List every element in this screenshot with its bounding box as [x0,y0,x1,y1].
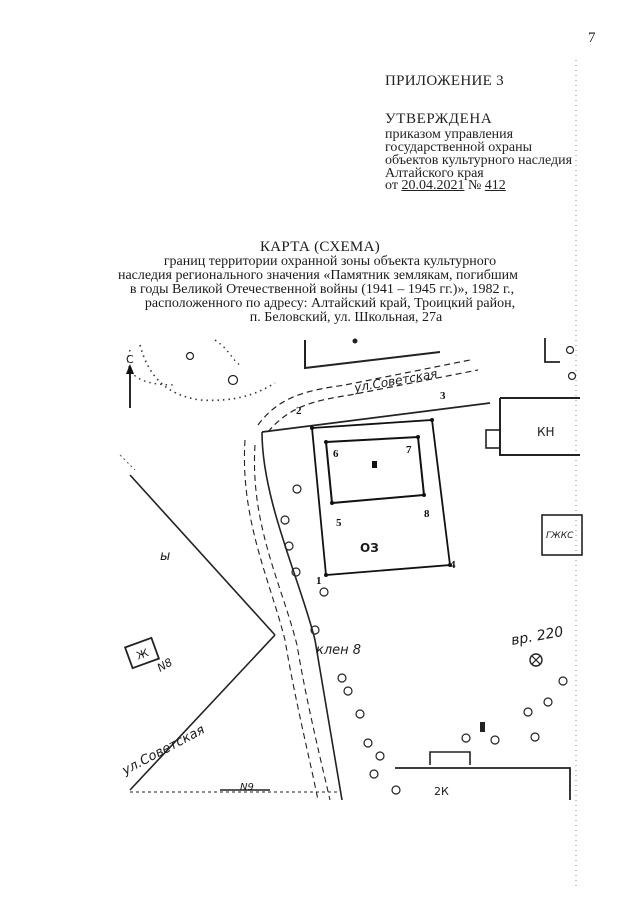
small-object-icon [480,722,485,732]
tree-icon [343,686,353,696]
building-kn [499,397,580,456]
building-2k [395,767,571,800]
tree-icon [337,673,347,683]
tree-icon [355,709,365,719]
tree-icon [558,676,568,686]
approved-title: УТВЕРЖДЕНА [385,111,493,127]
tree-icon [375,751,385,761]
street-edge [243,439,319,801]
building-outline [304,340,441,370]
tree-icon [543,697,553,707]
approval-date: 20.04.2021 [401,178,465,193]
monument-icon [372,461,377,468]
street-edge [267,369,479,433]
street-label-top: ул.Советская [352,367,438,396]
tree-label: вр. 220 [510,624,565,649]
approval-line: объектов культурного наследия [385,153,573,168]
point-label: 6 [333,448,339,460]
tree-icon [369,769,379,779]
tree-icon [490,735,500,745]
partial-label: ГЖКС [546,531,574,541]
date-prefix: от [385,178,398,193]
tree-icon [227,374,239,386]
street-edge [253,444,331,801]
tree-marker-icon [529,653,543,667]
street-label-bottom: ул.Советская [119,722,208,779]
approval-line: Алтайского края [385,166,484,181]
map-description-line: расположенного по адресу: Алтайский край… [144,296,516,311]
building-zh [123,636,161,670]
house-number: N9 [240,782,254,793]
map-description-line: наследия регионального значения «Памятни… [117,268,519,283]
map-description-line: в годы Великой Отечественной войны (1941… [129,282,515,297]
tree-icon [567,371,577,381]
tree-icon [292,484,302,494]
point-label: 7 [406,444,412,456]
point-label: 5 [336,517,342,529]
point-label: 8 [424,508,430,520]
approval-date-line: от 20.04.2021 № 412 [385,178,506,193]
building-2k-label: 2К [434,785,449,798]
approval-number: 412 [484,178,506,193]
zone-label: ОЗ [360,541,379,555]
appendix-title: ПРИЛОЖЕНИЕ 3 [385,73,504,89]
map-description-line: границ территории охранной зоны объекта … [163,254,497,269]
tree-icon [280,515,290,525]
building-zh-label: Ж [135,646,151,662]
point-label: 2 [296,405,302,417]
tree-icon [523,707,533,717]
tree-icon [391,785,401,795]
tree-icon [363,738,373,748]
point-label: 4 [450,559,456,571]
park-boundary [139,344,276,402]
point-label: 1 [316,575,322,587]
tree-icon [310,625,320,635]
tree-icon [565,345,575,355]
block-letter: ы [160,549,170,564]
tree-icon [284,541,294,551]
street-edge [257,359,471,426]
page-number: 7 [588,30,596,46]
number-sign: № [467,178,482,193]
north-label: С [126,353,134,366]
tree-icon [291,567,301,577]
map-description-line: п. Беловский, ул. Школьная, 27а [249,310,443,325]
protection-zone-boundary [311,419,452,576]
point-label: 3 [440,390,446,402]
approval-line: приказом управления [385,127,514,142]
tree-icon [185,351,195,361]
tree-label: клен 8 [316,643,361,658]
map-title: КАРТА (СХЕМА) [259,239,381,255]
tree-icon [461,733,471,743]
tree-icon [319,587,329,597]
building-kn-label: КН [537,425,555,439]
approval-line: государственной охраны [385,140,533,155]
tree-icon [530,732,540,742]
